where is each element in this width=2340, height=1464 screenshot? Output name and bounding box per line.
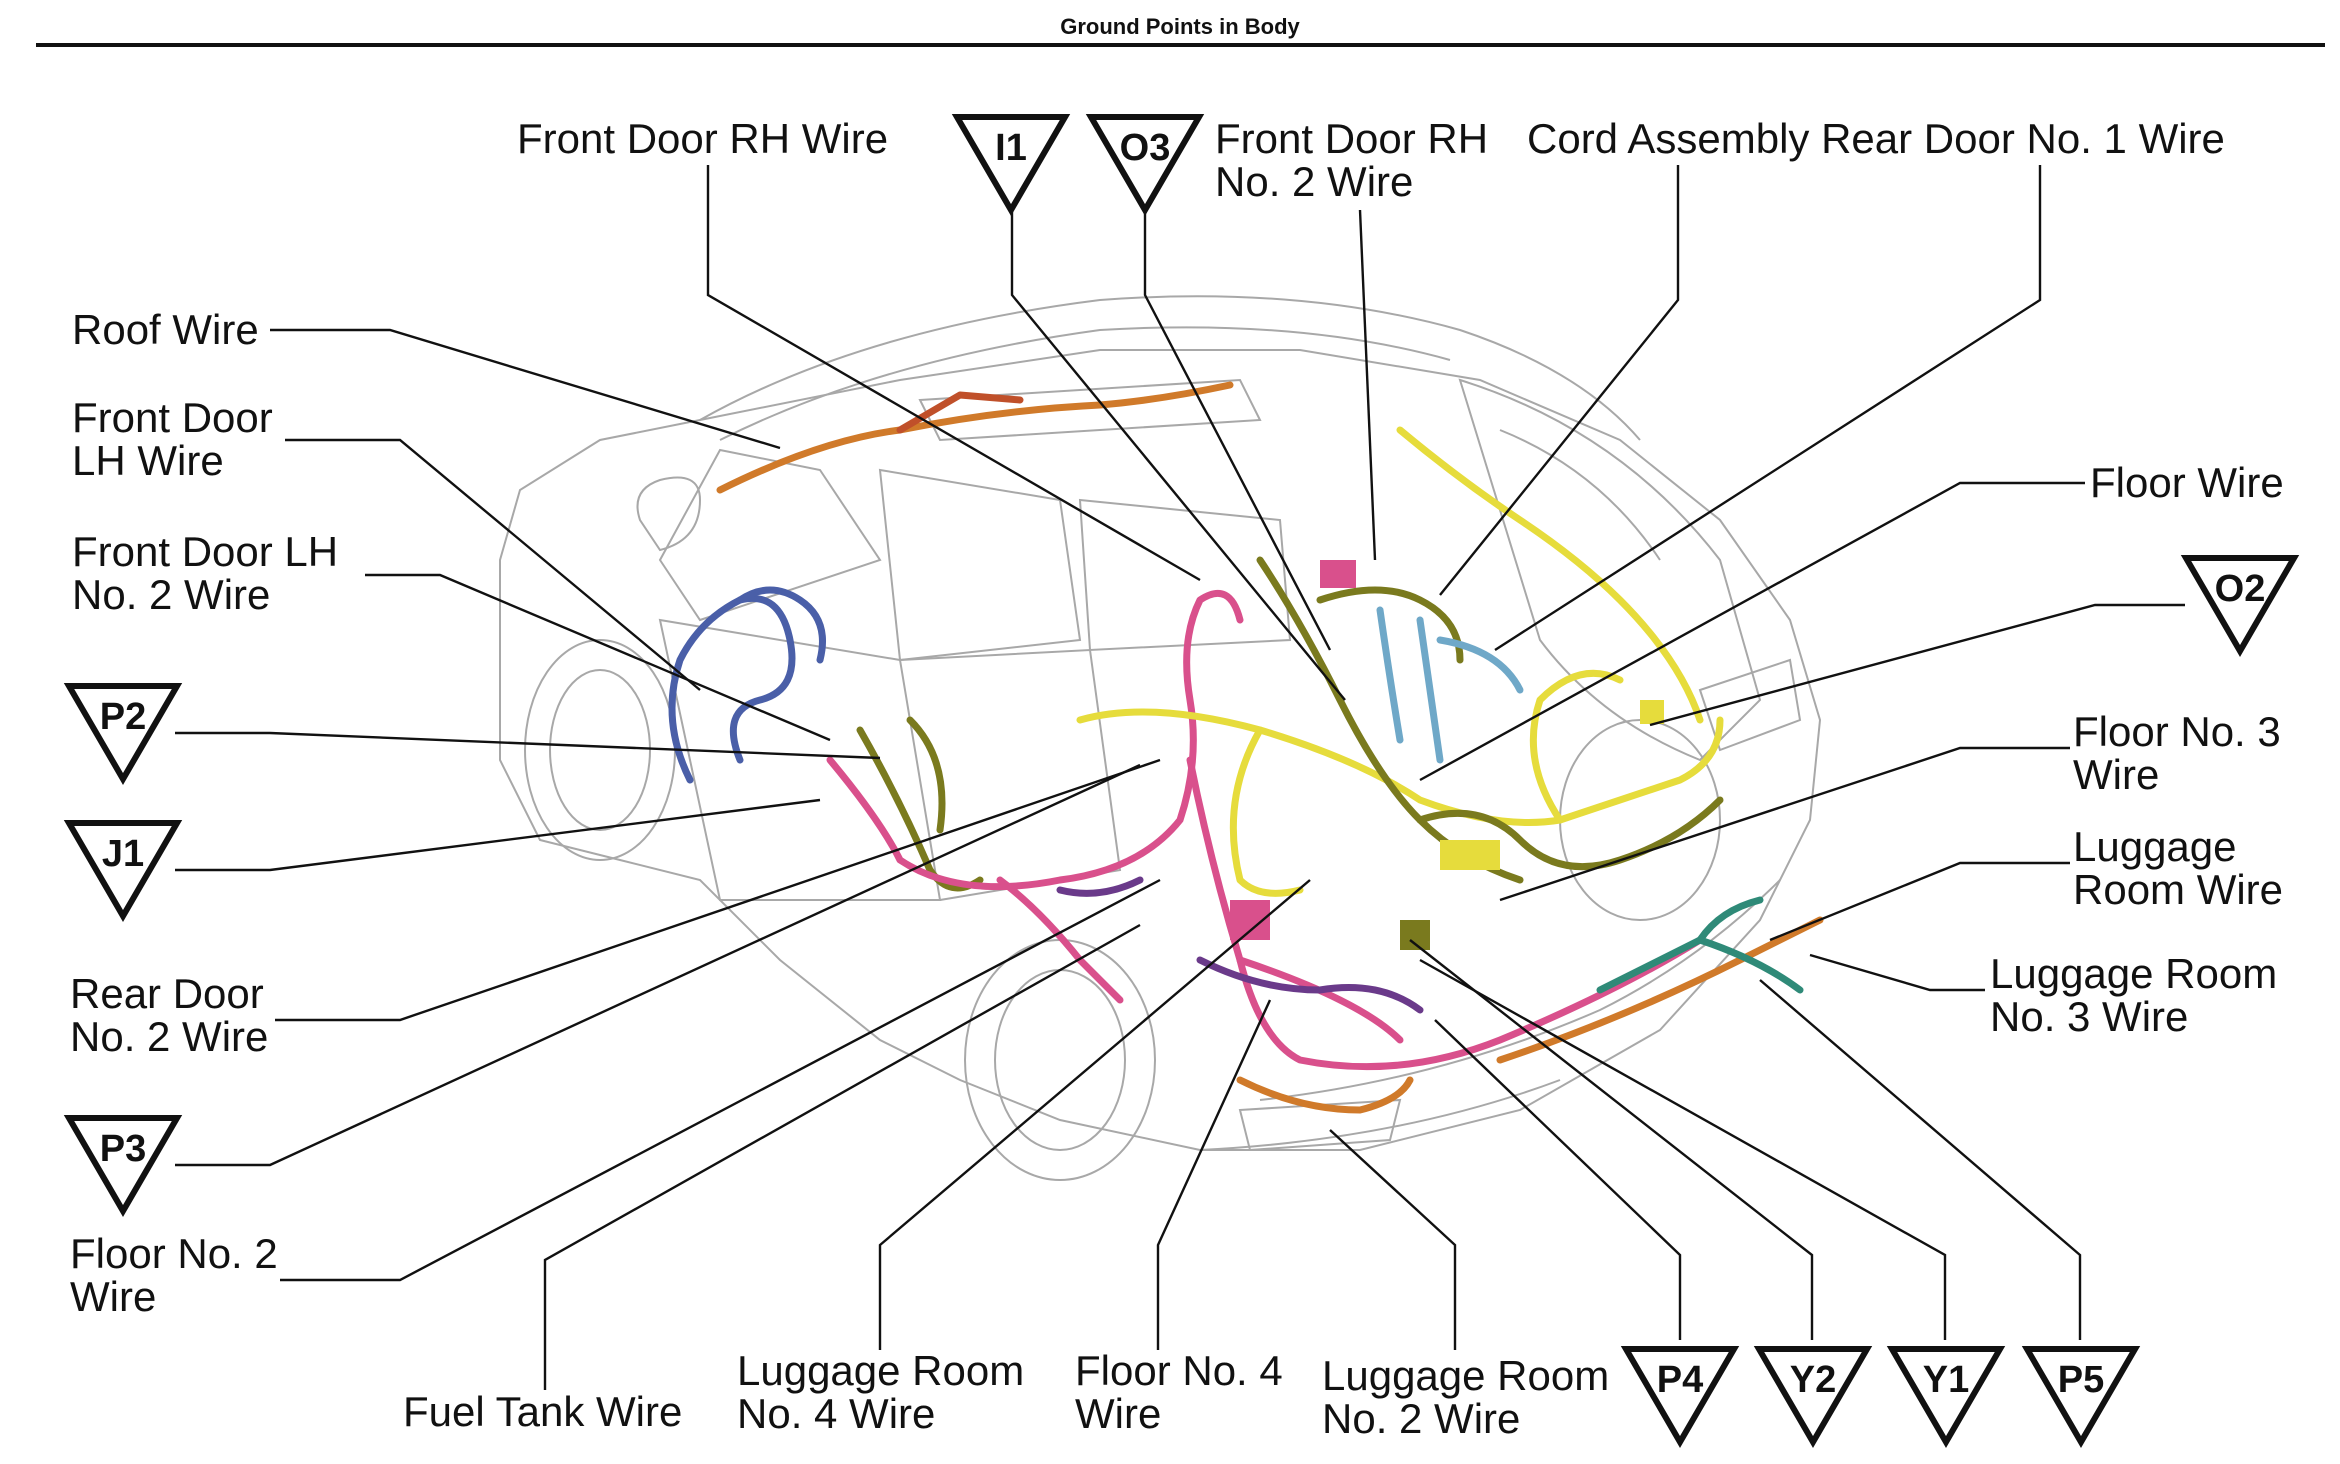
purple-luggage-harness bbox=[1196, 956, 1424, 1014]
label-luggage-room-no3-line1: Luggage Room bbox=[1990, 950, 2277, 997]
pink-floor-harness bbox=[826, 589, 1244, 891]
ground-points: I1 O3 O2 P2 J1 P3 P4 Y2 bbox=[63, 114, 2300, 1448]
wire-harnesses bbox=[668, 381, 1824, 1114]
svg-text:P2: P2 bbox=[100, 696, 146, 738]
ground-point-p5: P5 bbox=[2021, 1346, 2141, 1448]
label-floor-no3-line2: Wire bbox=[2073, 751, 2159, 798]
label-luggage-room-no4-line2: No. 4 Wire bbox=[737, 1390, 935, 1437]
vehicle-outline bbox=[499, 295, 1822, 1181]
svg-text:P4: P4 bbox=[1657, 1359, 1703, 1401]
label-floor-no4-line1: Floor No. 4 bbox=[1075, 1347, 1283, 1394]
label-front-door-lh-no2-line2: No. 2 Wire bbox=[72, 571, 270, 618]
label-rear-door-no2-line1: Rear Door bbox=[70, 970, 264, 1017]
label-luggage-room-line1: Luggage bbox=[2073, 823, 2237, 870]
svg-text:O2: O2 bbox=[2215, 568, 2266, 610]
leader-lines bbox=[175, 165, 2185, 1390]
front-door-lh-harness bbox=[668, 594, 796, 784]
label-front-door-rh-no2-line2: No. 2 Wire bbox=[1215, 158, 1413, 205]
label-front-door-lh-no2-line1: Front Door LH bbox=[72, 528, 338, 575]
label-floor-wire: Floor Wire bbox=[2090, 459, 2284, 506]
svg-text:I1: I1 bbox=[995, 127, 1027, 169]
ground-point-p4: P4 bbox=[1620, 1346, 1740, 1448]
label-front-door-lh-line2: LH Wire bbox=[72, 437, 224, 484]
roof-harness bbox=[716, 381, 1234, 494]
svg-text:O3: O3 bbox=[1120, 127, 1171, 169]
label-floor-no2-line1: Floor No. 2 bbox=[70, 1230, 278, 1277]
label-front-door-rh-no2-line1: Front Door RH bbox=[1215, 115, 1488, 162]
label-floor-no2-line2: Wire bbox=[70, 1273, 156, 1320]
label-floor-no3-line1: Floor No. 3 bbox=[2073, 708, 2281, 755]
ground-point-y1: Y1 bbox=[1886, 1346, 2006, 1448]
svg-text:P3: P3 bbox=[100, 1128, 146, 1170]
ground-point-i1: I1 bbox=[951, 114, 1071, 216]
svg-text:Y2: Y2 bbox=[1790, 1359, 1836, 1401]
ground-point-p2: P2 bbox=[63, 683, 183, 785]
label-roof-wire: Roof Wire bbox=[72, 306, 259, 353]
ground-point-y2: Y2 bbox=[1753, 1346, 1873, 1448]
label-luggage-room-no2-line1: Luggage Room bbox=[1322, 1352, 1609, 1399]
label-front-door-rh-wire: Front Door RH Wire bbox=[517, 115, 888, 162]
svg-text:Y1: Y1 bbox=[1923, 1359, 1969, 1401]
ground-point-o2: O2 bbox=[2180, 555, 2300, 657]
svg-text:P5: P5 bbox=[2058, 1359, 2104, 1401]
label-luggage-room-no3-line2: No. 3 Wire bbox=[1990, 993, 2188, 1040]
label-cord-assembly-rear-door: Cord Assembly Rear Door No. 1 Wire bbox=[1527, 115, 2225, 162]
label-luggage-room-no4-line1: Luggage Room bbox=[737, 1347, 1024, 1394]
label-front-door-lh-line1: Front Door bbox=[72, 394, 273, 441]
label-rear-door-no2-line2: No. 2 Wire bbox=[70, 1013, 268, 1060]
ground-point-o3: O3 bbox=[1085, 114, 1205, 216]
label-luggage-room-line2: Room Wire bbox=[2073, 866, 2283, 913]
label-luggage-room-no2-line2: No. 2 Wire bbox=[1322, 1395, 1520, 1442]
ground-point-j1: J1 bbox=[63, 820, 183, 922]
label-floor-no4-line2: Wire bbox=[1075, 1390, 1161, 1437]
svg-text:J1: J1 bbox=[102, 833, 144, 875]
diagram-title: Ground Points in Body bbox=[1060, 14, 1300, 39]
wire-labels: Front Door RH Wire Front Door RH No. 2 W… bbox=[70, 115, 2284, 1442]
label-fuel-tank-wire: Fuel Tank Wire bbox=[403, 1388, 682, 1435]
ground-point-p3: P3 bbox=[63, 1115, 183, 1217]
olive-body-harness bbox=[1256, 556, 1524, 884]
